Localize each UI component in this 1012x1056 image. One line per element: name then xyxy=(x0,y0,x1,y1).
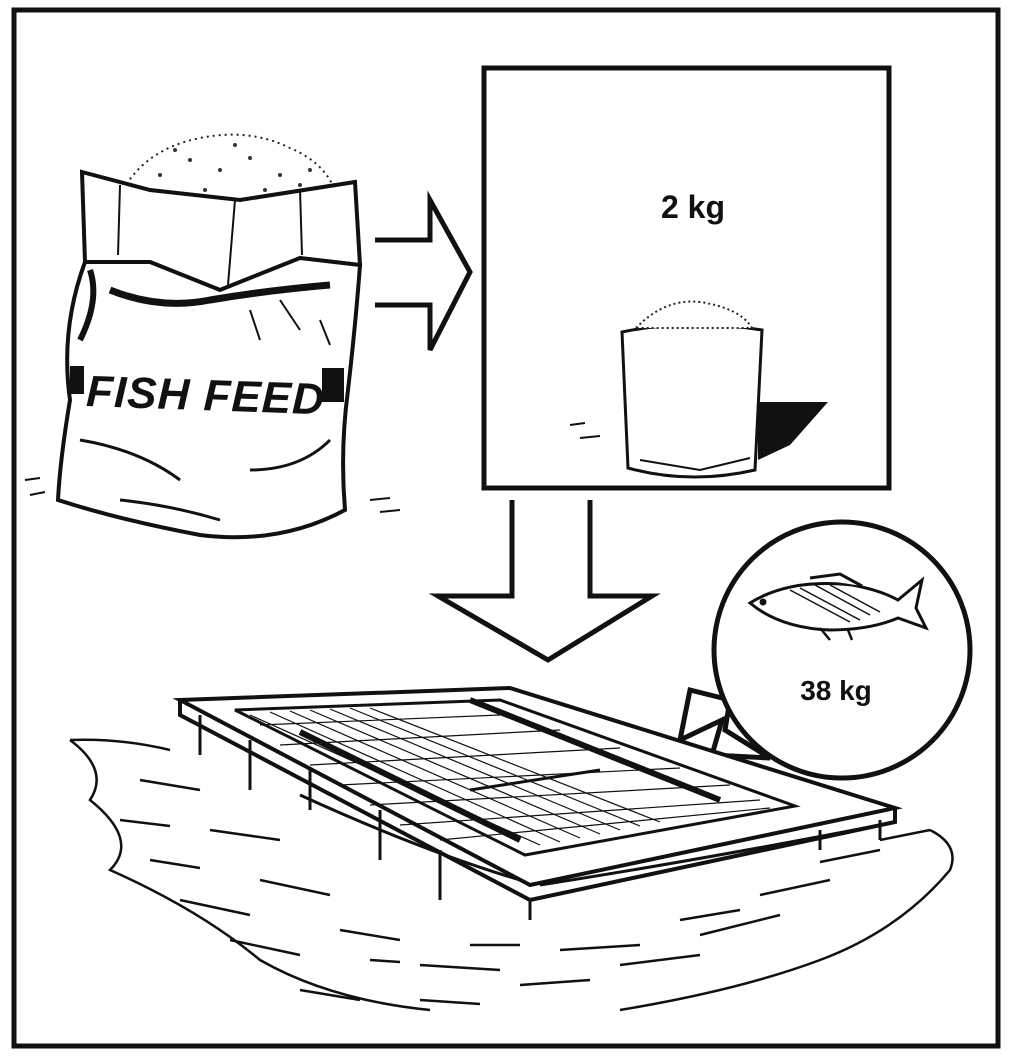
portion-label: 2 kg xyxy=(661,189,725,225)
fish-weight-label: 38 kg xyxy=(800,675,872,706)
feed-bag: FISH FEED xyxy=(25,135,400,538)
bag-label: FISH FEED xyxy=(85,367,325,424)
portion-box: 2 kg xyxy=(484,68,889,488)
feed-bucket xyxy=(622,324,762,477)
